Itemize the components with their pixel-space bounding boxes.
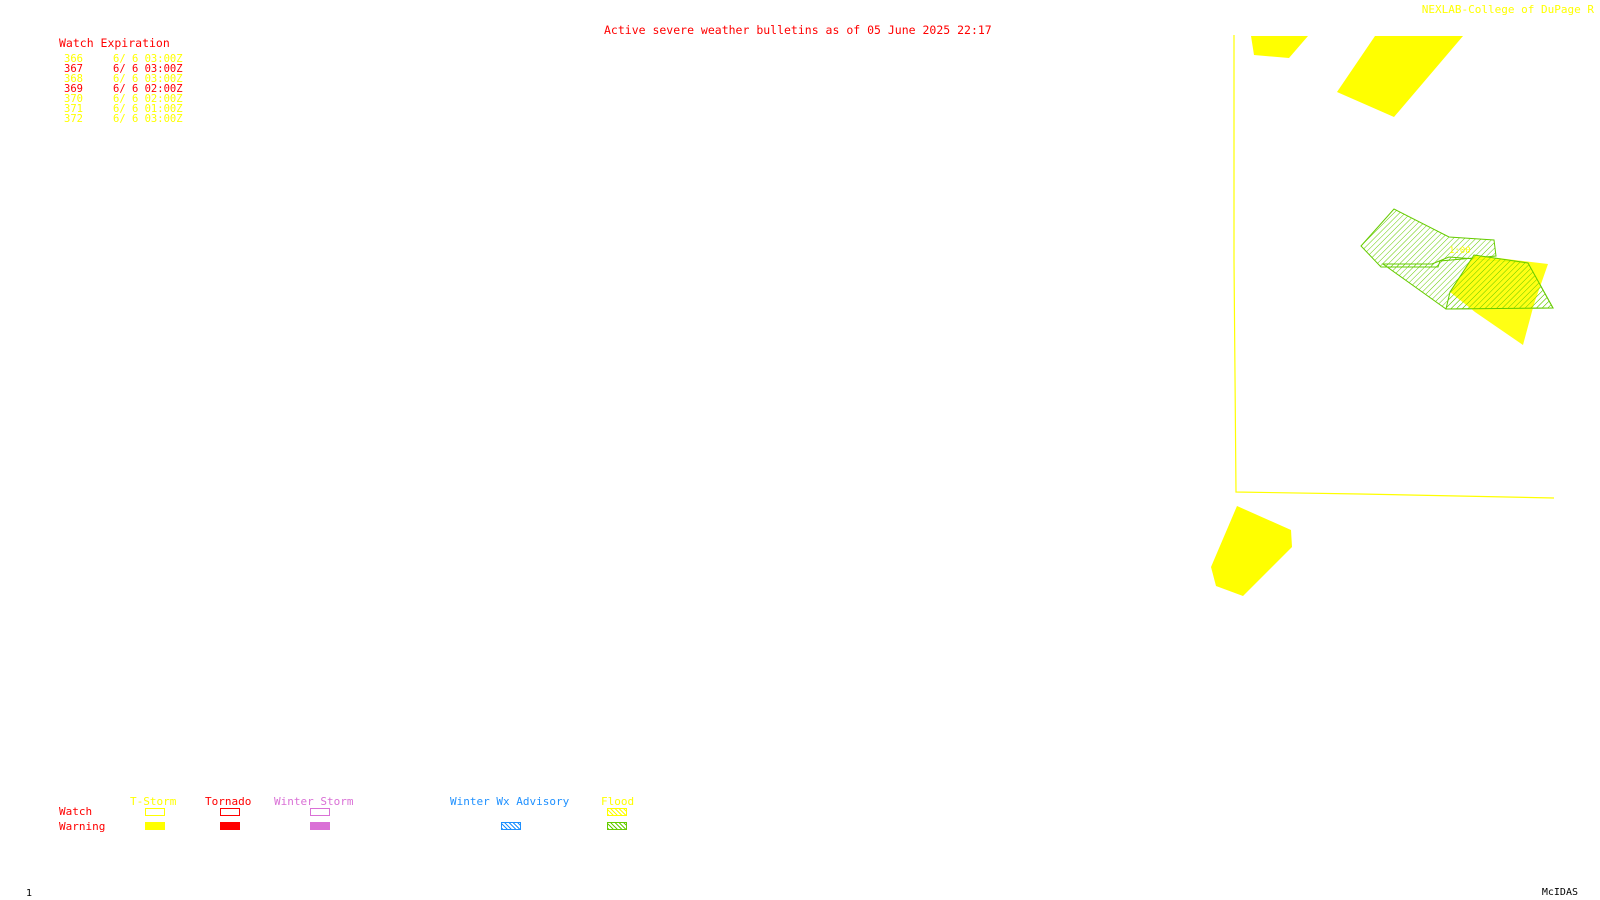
frame-number: 1 bbox=[26, 888, 33, 899]
legend-warning-label: Warning bbox=[59, 820, 106, 833]
watch-table-row: 372 6/ 6 03:00Z bbox=[64, 113, 183, 125]
legend-category-flood: Flood bbox=[601, 795, 635, 808]
tstorm-warning-swatch bbox=[145, 822, 165, 830]
watch-table-row: 370 6/ 6 02:00Z bbox=[64, 93, 183, 105]
tstorm-watch-outline bbox=[1233, 35, 1555, 499]
credit-text: NEXLAB-College of DuPage R bbox=[1421, 3, 1594, 16]
watch-table-row: 368 6/ 6 03:00Z bbox=[64, 73, 183, 85]
legend-category-winter-storm: Winter Storm bbox=[274, 795, 354, 808]
watch-expiration: 6/ 6 03:00Z bbox=[113, 113, 183, 125]
winter-storm-warning-swatch bbox=[310, 822, 330, 830]
legend-watch-label: Watch bbox=[59, 805, 93, 818]
legend-category-tornado: Tornado bbox=[205, 795, 252, 808]
watch-table-row: 367 6/ 6 03:00Z bbox=[64, 63, 183, 75]
map-label: 1:00 bbox=[1449, 246, 1471, 256]
watch-expiration: 6/ 6 03:00Z bbox=[113, 73, 183, 85]
watch-expiration: 6/ 6 03:00Z bbox=[113, 53, 183, 65]
watch-number: 370 bbox=[64, 93, 83, 105]
flood-watch-swatch bbox=[607, 808, 627, 816]
watch-table-row: 366 6/ 6 03:00Z bbox=[64, 53, 183, 65]
watch-expiration: 6/ 6 02:00Z bbox=[113, 93, 183, 105]
watch-number: 371 bbox=[64, 103, 83, 115]
watch-number: 368 bbox=[64, 73, 83, 85]
watch-number: 367 bbox=[64, 63, 83, 75]
watch-number: 369 bbox=[64, 83, 83, 95]
watch-table-row: 371 6/ 6 01:00Z bbox=[64, 103, 183, 115]
tstorm-warning-polygon bbox=[1211, 506, 1292, 596]
watch-table-heading: Watch Expiration bbox=[59, 36, 170, 50]
watch-expiration: 6/ 6 01:00Z bbox=[113, 103, 183, 115]
tstorm-warning-polygon bbox=[1337, 36, 1463, 117]
flood-warning-swatch bbox=[607, 822, 627, 830]
credit-name: NEXLAB-College of DuPage bbox=[1421, 3, 1581, 16]
legend-category-winter-wx-advisory: Winter Wx Advisory bbox=[450, 795, 570, 808]
tstorm-watch-swatch bbox=[145, 808, 165, 816]
tornado-watch-swatch bbox=[220, 808, 240, 816]
winter-wx-advisory-swatch bbox=[501, 822, 521, 830]
tstorm-warning-polygon bbox=[1251, 36, 1308, 58]
legend-category-tstorm: T-Storm bbox=[130, 795, 177, 808]
tornado-warning-swatch bbox=[220, 822, 240, 830]
watch-expiration: 6/ 6 02:00Z bbox=[113, 83, 183, 95]
bulletin-title: Active severe weather bulletins as of 05… bbox=[604, 23, 992, 37]
watch-expiration: 6/ 6 03:00Z bbox=[113, 63, 183, 75]
watch-table-row: 369 6/ 6 02:00Z bbox=[64, 83, 183, 95]
registered-mark: R bbox=[1587, 3, 1594, 16]
winter-storm-watch-swatch bbox=[310, 808, 330, 816]
flood-warning-polygon bbox=[1445, 254, 1554, 310]
software-label: McIDAS bbox=[1541, 887, 1578, 898]
watch-number: 366 bbox=[64, 53, 83, 65]
watch-number: 372 bbox=[64, 113, 83, 125]
